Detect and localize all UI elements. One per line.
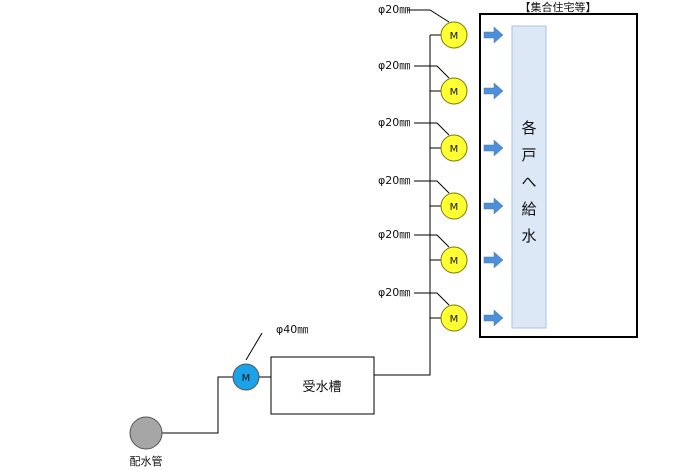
- unit-meter-size-label: φ20㎜: [378, 116, 410, 129]
- supply-label: 各戸へ給水: [521, 119, 536, 245]
- supply-arrow-icon: [483, 251, 504, 269]
- unit-water-meter: [440, 246, 468, 274]
- meter-size-leader: [414, 180, 450, 194]
- unit-water-meter-symbol: M: [450, 256, 459, 267]
- unit-water-meter-symbol: M: [450, 202, 459, 213]
- supply-arrow-icon: [483, 82, 504, 100]
- meter-size-leader: [414, 122, 450, 136]
- supply-arrow-icon: [483, 139, 504, 157]
- distribution-main-pipe-label: 配水管: [130, 454, 163, 468]
- unit-water-meter-symbol: M: [450, 144, 459, 155]
- supply-label-char: 給: [521, 200, 536, 218]
- receiving-tank-label: 受水槽: [302, 380, 341, 395]
- supply-arrow-icon: [483, 197, 504, 215]
- supply-label-char: 戸: [521, 146, 536, 164]
- unit-water-meter-symbol: M: [450, 314, 459, 325]
- receiving-tank: [270, 356, 375, 415]
- unit-water-meter-symbol: M: [450, 31, 459, 42]
- supply-arrow-icon: [483, 309, 504, 327]
- supply-panel: [511, 25, 547, 329]
- distribution-main-pipe: [129, 416, 163, 450]
- unit-water-meter: [440, 134, 468, 162]
- supply-label-char: へ: [521, 173, 536, 191]
- main-meter-symbol: M: [242, 373, 251, 384]
- main-meter: [232, 363, 260, 391]
- meter-size-leader: [414, 65, 450, 79]
- unit-water-meter: [440, 192, 468, 220]
- main-meter-leader: [245, 332, 263, 361]
- meter-size-leader: [414, 234, 450, 248]
- unit-meter-size-label: φ20㎜: [378, 286, 410, 299]
- meter-size-leader: [407, 9, 450, 23]
- unit-water-meter-symbol: M: [450, 87, 459, 98]
- main-meter-size-label: φ40㎜: [276, 323, 308, 336]
- unit-meter-size-label: φ20㎜: [378, 174, 410, 187]
- unit-water-meter: [440, 304, 468, 332]
- building-title: 【集合住宅等】: [520, 0, 597, 14]
- supply-label-char: 各: [521, 119, 536, 137]
- building-outline: [479, 13, 638, 338]
- unit-water-meter: [440, 77, 468, 105]
- unit-meter-size-label: φ20㎜: [378, 59, 410, 72]
- meter-size-leader: [414, 292, 450, 306]
- supply-label-char: 水: [521, 227, 536, 245]
- unit-meter-size-label: φ20㎜: [378, 3, 410, 16]
- unit-water-meter: [440, 21, 468, 49]
- pipe-main-to-meter: [162, 376, 233, 434]
- supply-arrow-icon: [483, 26, 504, 44]
- pipe-tank-to-riser: [374, 35, 431, 376]
- unit-meter-size-label: φ20㎜: [378, 228, 410, 241]
